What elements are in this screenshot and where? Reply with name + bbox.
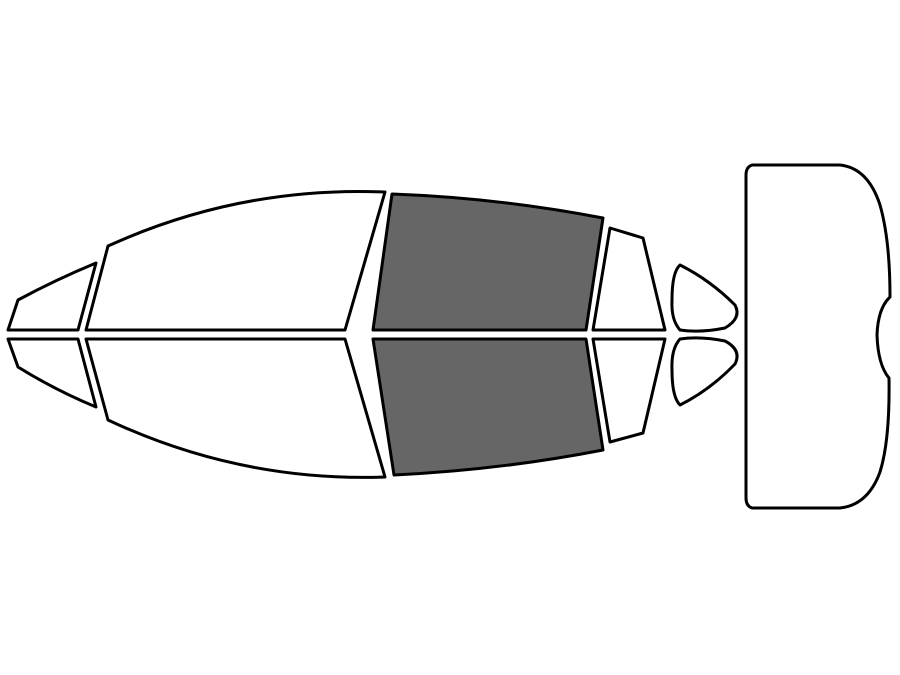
window-rear-door-bottom[interactable] bbox=[371, 337, 605, 477]
window-rear-quarter-bottom[interactable] bbox=[591, 337, 667, 444]
window-rear-vent-bottom[interactable] bbox=[670, 336, 739, 407]
window-rear-door-top[interactable] bbox=[371, 192, 605, 332]
window-rear-quarter-top[interactable] bbox=[591, 226, 667, 332]
window-rear-windshield[interactable] bbox=[744, 163, 892, 510]
window-front-door-top[interactable] bbox=[84, 190, 387, 332]
window-front-quarter-top[interactable] bbox=[6, 261, 98, 332]
window-front-door-bottom[interactable] bbox=[84, 337, 387, 479]
window-rear-vent-top[interactable] bbox=[670, 263, 739, 333]
window-front-quarter-bottom[interactable] bbox=[6, 337, 98, 409]
